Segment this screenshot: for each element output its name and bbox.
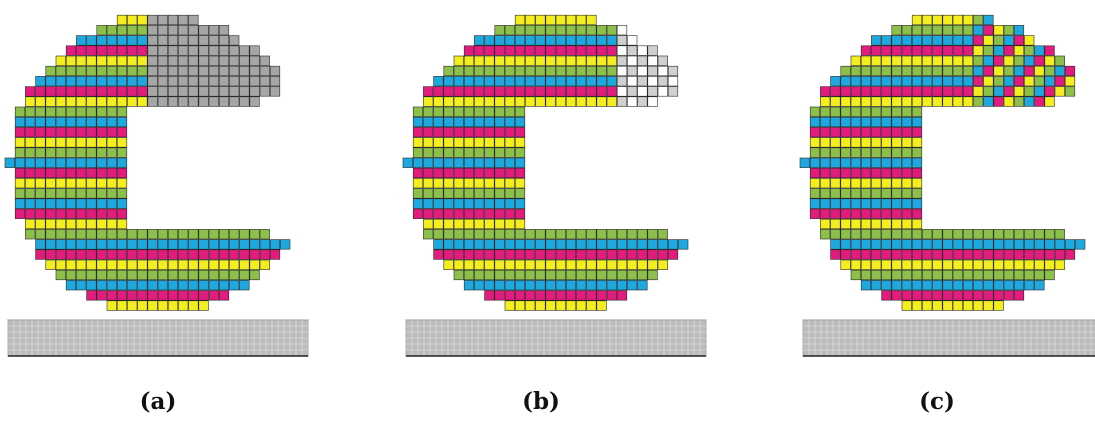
panel-c-diagram: [799, 14, 1095, 357]
voxel-grid: [402, 14, 689, 311]
caption-a: (a): [139, 388, 177, 415]
panel-b-diagram: [402, 14, 707, 357]
voxel-grid: [799, 14, 1086, 311]
substrate-plate: [405, 319, 707, 357]
panel-c: (c): [795, 0, 1095, 425]
caption-c: (c): [919, 388, 955, 415]
substrate-plate: [802, 319, 1095, 357]
panel-a: (a): [0, 0, 330, 425]
substrate-plate: [7, 319, 309, 357]
caption-b: (b): [522, 388, 560, 415]
panel-a-diagram: [4, 14, 309, 357]
panel-b: (b): [398, 0, 728, 425]
voxel-grid: [4, 14, 291, 311]
